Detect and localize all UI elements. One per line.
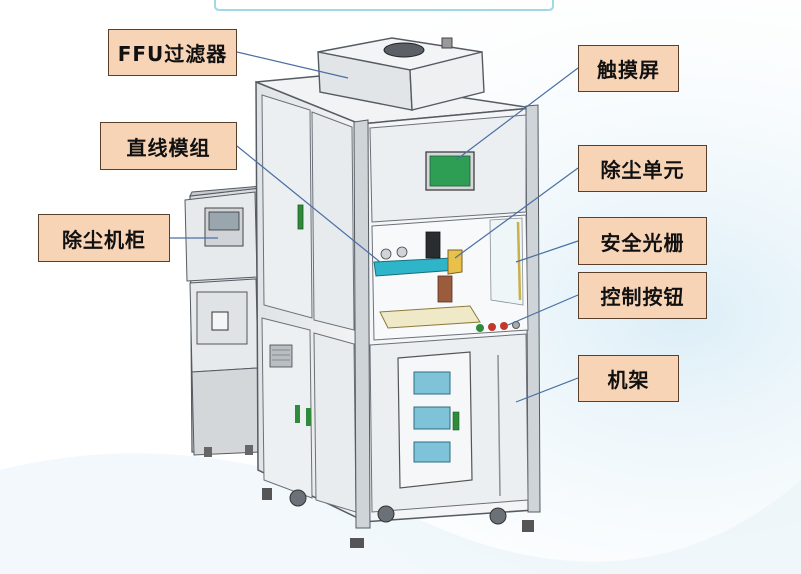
callout-linear-module: 直线模组	[100, 122, 237, 170]
leader-control-buttons	[507, 294, 579, 326]
dust-removal-cabinet-drawing	[184, 185, 264, 457]
callout-machine-frame: 机架	[578, 355, 679, 402]
ffu-filter-drawing	[317, 37, 485, 111]
leader-dust-unit	[454, 167, 579, 259]
main-machine-drawing	[255, 75, 541, 548]
top-frame-border	[214, 0, 554, 11]
callout-dust-removal-unit: 除尘单元	[578, 145, 707, 192]
leader-lines	[170, 51, 579, 403]
leader-machine-frame	[515, 377, 579, 403]
leader-safety-curtain	[515, 240, 579, 263]
leader-linear-module	[236, 145, 381, 263]
callout-ffu-filter: FFU过滤器	[108, 29, 237, 76]
callout-touch-screen: 触摸屏	[578, 45, 679, 92]
callout-safety-light-curtain: 安全光栅	[578, 217, 707, 265]
leader-ffu	[236, 51, 349, 79]
callout-dust-removal-cabinet: 除尘机柜	[38, 214, 170, 262]
callout-control-buttons: 控制按钮	[578, 272, 707, 319]
leader-touch-screen	[455, 67, 579, 161]
